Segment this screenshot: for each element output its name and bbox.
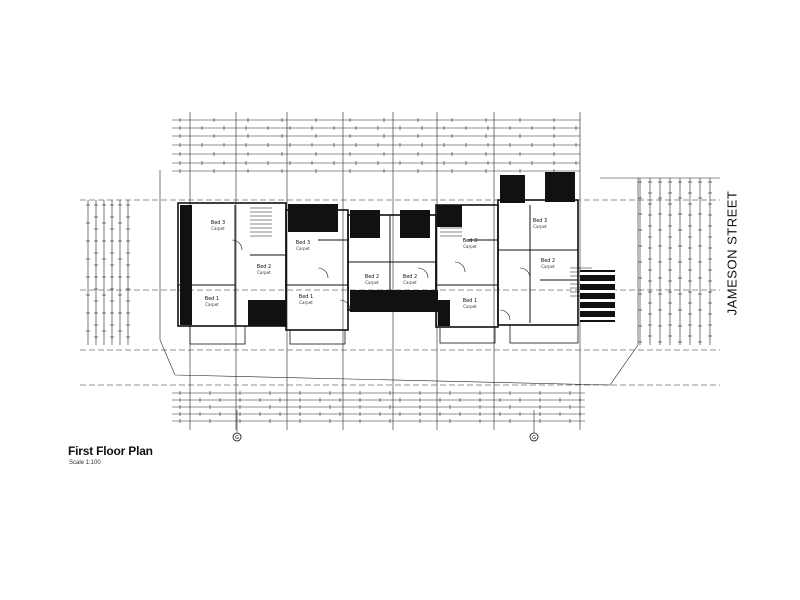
grid-marker-right: G — [529, 410, 539, 442]
room-floor-finish: Carpet — [403, 280, 417, 285]
room-name: Bed 3 — [533, 218, 547, 224]
room-name: Bed 1 — [463, 298, 477, 304]
grid-marker-left: G — [232, 410, 242, 442]
room-name: Bed 3 — [463, 238, 477, 244]
solid-wall-fills — [180, 172, 615, 326]
plan-scale: Scale 1:100 — [69, 460, 101, 466]
room-floor-finish: Carpet — [463, 244, 477, 249]
room-floor-finish: Carpet — [296, 246, 310, 251]
room-name: Bed 1 — [299, 294, 313, 300]
grid-marker-label: G — [532, 435, 536, 441]
room-floor-finish: Carpet — [299, 300, 313, 305]
room-floor-finish: Carpet — [257, 270, 271, 275]
grid-marker-label: G — [235, 435, 239, 441]
street-label: JAMESON STREET — [720, 183, 744, 323]
room-name: Bed 3 — [296, 240, 310, 246]
room-name: Bed 2 — [365, 274, 379, 280]
room-name: Bed 3 — [211, 220, 225, 226]
dimension-lines — [80, 112, 720, 430]
room-floor-finish: Carpet — [463, 304, 477, 309]
room-name: Bed 2 — [541, 258, 555, 264]
room-floor-finish: Carpet — [205, 302, 219, 307]
room-name: Bed 2 — [403, 274, 417, 280]
room-floor-finish: Carpet — [211, 226, 225, 231]
street-name: JAMESON STREET — [724, 190, 740, 316]
room-name: Bed 2 — [257, 264, 271, 270]
building-walls — [177, 199, 592, 345]
room-name: Bed 1 — [205, 296, 219, 302]
room-floor-finish: Carpet — [365, 280, 379, 285]
room-floor-finish: Carpet — [533, 224, 547, 229]
room-floor-finish: Carpet — [541, 264, 555, 269]
plan-title: First Floor Plan — [68, 444, 153, 458]
